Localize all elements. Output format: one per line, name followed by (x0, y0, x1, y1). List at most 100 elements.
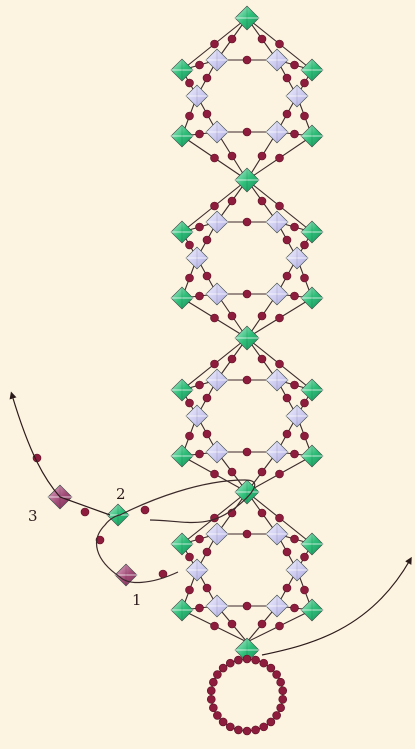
green-bicone-top (234, 5, 260, 31)
green-bicone-bottom (234, 637, 260, 663)
thread-paths (181, 17, 313, 732)
seed-bead (282, 271, 292, 281)
seed-bead (259, 722, 269, 732)
seed-bead (282, 547, 292, 557)
seed-bead (290, 60, 299, 70)
seed-bead (276, 703, 285, 713)
seed-bead (218, 717, 228, 727)
seed-bead (242, 654, 252, 664)
green-bicone-top (234, 167, 260, 193)
seed-bead (300, 552, 309, 562)
lavender-bicone (205, 120, 229, 144)
seed-bead (300, 273, 309, 283)
step-label-1: 1 (132, 591, 142, 609)
step-labels: 1 2 3 (28, 485, 142, 609)
seed-bead (275, 621, 284, 631)
seed-bead (185, 78, 194, 88)
seed-bead (272, 670, 281, 679)
step-label-2: 2 (116, 485, 126, 503)
seed-bead (242, 375, 252, 385)
working-thread-right (261, 556, 412, 656)
seed-bead (300, 111, 309, 121)
seed-bead (300, 431, 309, 441)
seed-bead (278, 686, 288, 695)
seed-bead (227, 196, 237, 206)
seed-bead (242, 726, 252, 736)
step-label-3: 3 (28, 507, 38, 525)
extra-paths (9, 391, 412, 656)
seed-bead (259, 658, 269, 668)
seed-bead (290, 449, 299, 459)
seed-bead (275, 469, 284, 479)
green-bicone (300, 220, 324, 244)
seed-bead (290, 380, 299, 390)
lavender-bicone (265, 282, 289, 306)
seed-bead (210, 469, 219, 479)
seed-bead (275, 39, 284, 49)
seed-bead (251, 725, 260, 735)
seed-bead (257, 508, 267, 518)
seed-bead (225, 722, 235, 732)
lavender-bicone (265, 48, 289, 72)
seed-bead (275, 359, 284, 369)
seed-bead (282, 73, 292, 83)
lavender-bicone (205, 282, 229, 306)
seed-bead (282, 393, 292, 403)
lavender-bicone (265, 120, 289, 144)
seed-bead (202, 429, 212, 439)
seed-bead (195, 534, 204, 544)
seed-bead (272, 711, 281, 720)
seed-bead (242, 601, 252, 611)
lavender-bicone (205, 440, 229, 464)
seed-bead (242, 217, 252, 227)
green-bicone (170, 58, 194, 82)
green-bicone (300, 286, 324, 310)
green-bicone-top (234, 325, 260, 351)
green-bicone (170, 220, 194, 244)
seed-bead (278, 695, 288, 704)
lavender-bicone (265, 594, 289, 618)
seed-bead (195, 60, 204, 70)
seed-bead (140, 505, 150, 515)
seed-bead (227, 151, 237, 161)
green-bicone (300, 378, 324, 402)
lavender-bicone (285, 84, 309, 108)
green-bicone (300, 532, 324, 556)
lavender-bicone (265, 440, 289, 464)
seed-bead (276, 677, 285, 687)
seed-bead (300, 585, 309, 595)
green-bicone (300, 124, 324, 148)
lavender-bicone (185, 246, 209, 270)
seed-bead (195, 380, 204, 390)
seed-bead (290, 291, 299, 301)
seed-bead (185, 111, 194, 121)
seed-bead (257, 354, 267, 364)
lavender-bicone (205, 210, 229, 234)
seed-bead (202, 109, 212, 119)
seed-bead (242, 55, 252, 65)
seed-bead (257, 311, 267, 321)
seed-bead (202, 73, 212, 83)
seed-bead (185, 240, 194, 250)
seed-bead (80, 507, 90, 517)
working-thread-left (96, 479, 256, 584)
seed-bead (234, 725, 243, 735)
lavender-bicone (205, 594, 229, 618)
green-bicone (300, 58, 324, 82)
lavender-bicone (185, 84, 209, 108)
seed-bead (225, 658, 235, 668)
green-bicone (170, 286, 194, 310)
seed-bead (227, 354, 237, 364)
lavender-bicone (265, 368, 289, 392)
seed-bead (195, 129, 204, 139)
seed-bead (210, 621, 219, 631)
green-bicone (300, 598, 324, 622)
seed-bead (282, 429, 292, 439)
seed-bead (227, 619, 237, 629)
seed-bead (206, 686, 216, 695)
seed-bead (282, 109, 292, 119)
lavender-bicone (265, 522, 289, 546)
green-bicone (170, 598, 194, 622)
